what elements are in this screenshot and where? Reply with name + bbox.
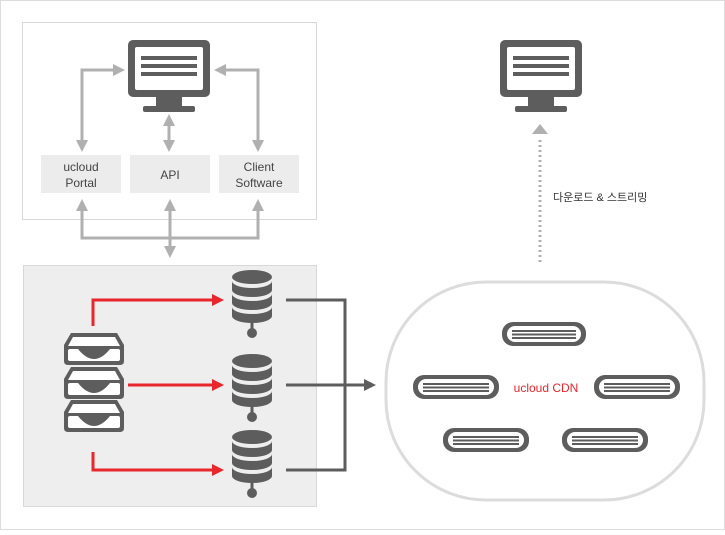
download-arrow [532,124,548,262]
cdn-server-icon [562,428,648,452]
cdn-server-icon [502,322,586,346]
management-arrows [76,64,264,152]
database-icon [232,354,272,422]
monitor-icon [500,40,582,112]
download-streaming-label: 다운로드 & 스트리밍 [553,191,647,204]
api-box: API [130,155,210,193]
database-icon [232,430,272,498]
connector-bracket [76,199,264,258]
api-label: API [160,168,179,182]
server-stack-icon [64,333,124,432]
cdn-label: ucloud CDN [514,381,579,395]
database-icon [232,270,272,338]
cdn-server-icon [594,375,680,399]
client-software-box: Client Software [219,155,299,193]
cdn-server-icon [443,428,529,452]
client-label-line2: Software [235,176,283,190]
portal-label-line1: ucloud [63,160,98,174]
portal-label-line2: Portal [65,176,96,190]
cdn-server-icon [413,375,499,399]
client-label-line1: Client [244,160,275,174]
monitor-icon [128,40,210,112]
replication-arrows [286,298,376,472]
portal-box: ucloud Portal [41,155,121,193]
upload-arrows [91,294,224,476]
